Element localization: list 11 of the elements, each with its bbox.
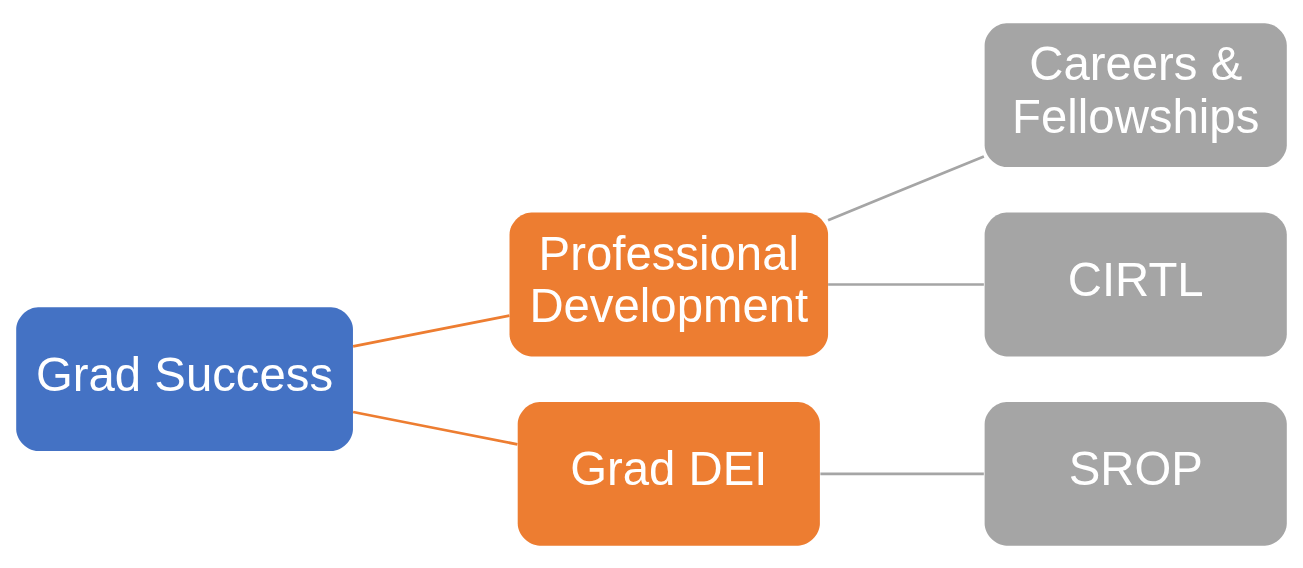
node-box: Professional Development — [509, 212, 829, 356]
node-box: CIRTL — [984, 212, 1287, 356]
connector — [352, 313, 510, 348]
connector — [820, 471, 984, 475]
node-box: SROP — [984, 401, 1287, 546]
connector — [828, 282, 984, 286]
node-box: Careers & Fellowships — [984, 22, 1287, 167]
connector — [352, 410, 518, 446]
node-box: Grad Success — [16, 306, 353, 451]
connector — [827, 154, 985, 221]
node-box: Grad DEI — [517, 401, 820, 546]
